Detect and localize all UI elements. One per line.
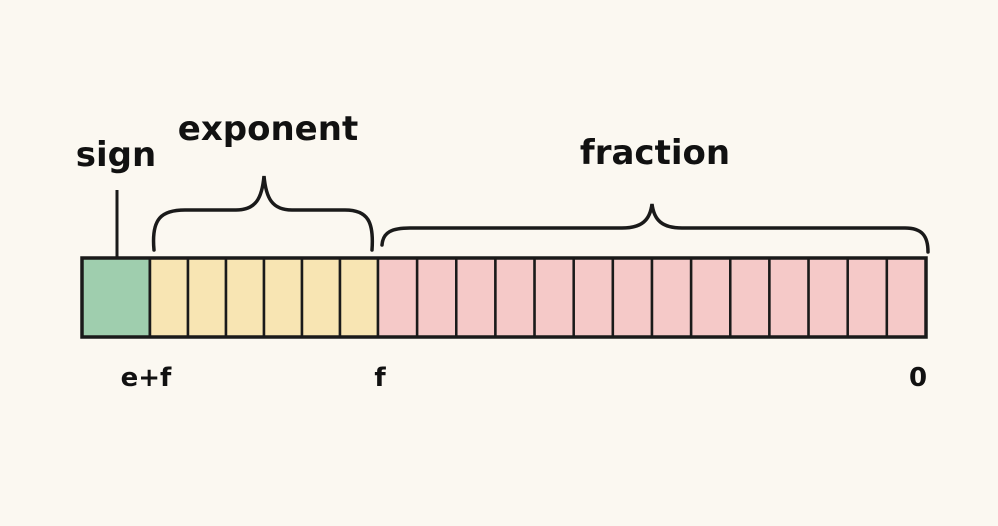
exponent-bit-cell bbox=[224, 256, 266, 339]
fraction-bit-cell bbox=[494, 256, 536, 339]
sign-bit-cell bbox=[80, 256, 152, 339]
exponent-bit-cell bbox=[338, 256, 380, 339]
fraction-bit-cell bbox=[533, 256, 575, 339]
bit-position-right: 0 bbox=[909, 363, 927, 393]
fraction-bit-cell bbox=[650, 256, 693, 339]
bit-position-middle: f bbox=[374, 363, 386, 393]
fraction-label: fraction bbox=[580, 133, 730, 173]
bit-cells bbox=[80, 256, 928, 339]
sign-label: sign bbox=[76, 135, 156, 175]
fraction-bit-cell bbox=[376, 256, 419, 339]
fraction-brace bbox=[380, 203, 930, 254]
fraction-bit-cell bbox=[572, 256, 615, 339]
exponent-bit-cell bbox=[186, 256, 228, 339]
fraction-bit-cell bbox=[455, 256, 497, 339]
exponent-bit-cell bbox=[300, 256, 342, 339]
register-outline bbox=[80, 256, 928, 339]
exponent-label: exponent bbox=[178, 109, 358, 149]
exponent-brace bbox=[151, 175, 375, 252]
fraction-bit-cell bbox=[415, 256, 458, 339]
fraction-bit-cell bbox=[846, 256, 889, 339]
fraction-bit-cell bbox=[729, 256, 771, 339]
exponent-bit-cell bbox=[262, 256, 304, 339]
bit-position-left: e+f bbox=[121, 363, 172, 393]
exponent-bit-cell bbox=[148, 256, 190, 339]
fraction-bit-cell bbox=[807, 256, 849, 339]
fraction-bit-cell bbox=[689, 256, 732, 339]
fraction-bit-cell bbox=[768, 256, 810, 339]
fraction-bit-cell bbox=[885, 256, 928, 339]
fraction-bit-cell bbox=[611, 256, 654, 339]
